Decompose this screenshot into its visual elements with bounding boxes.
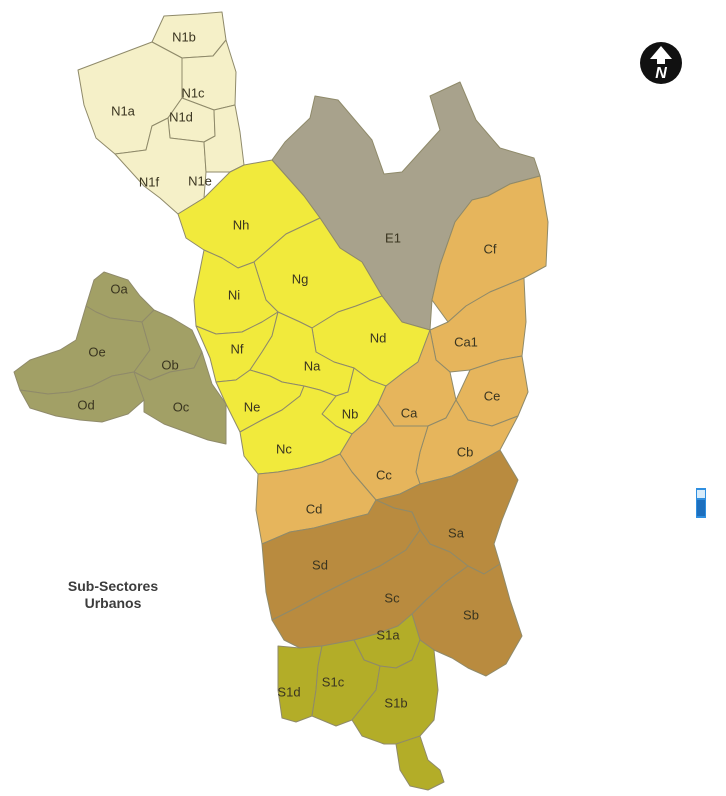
sector-layer [13, 11, 549, 791]
sector-label-oe: Oe [88, 344, 105, 359]
side-widget-icon [696, 488, 706, 518]
legend-line-2: Urbanos [84, 595, 142, 611]
sector-label-nd: Nd [370, 330, 387, 345]
sector-label-ca1: Ca1 [454, 334, 478, 349]
sector-label-nb: Nb [342, 406, 359, 421]
sector-label-s1d: S1d [277, 684, 300, 699]
sector-label-nf: Nf [231, 341, 244, 356]
sector-label-n1f: N1f [139, 174, 160, 189]
sector-label-n1d: N1d [169, 109, 193, 124]
sector-s1b-tail [395, 735, 445, 791]
sector-label-cf: Cf [484, 241, 497, 256]
sector-label-oa: Oa [110, 281, 128, 296]
sector-label-ni: Ni [228, 287, 240, 302]
sector-label-ce: Ce [484, 388, 501, 403]
sector-label-n1c: N1c [181, 85, 205, 100]
sector-label-sb: Sb [463, 607, 479, 622]
sector-label-s1a: S1a [376, 627, 400, 642]
sector-label-ca: Ca [401, 405, 418, 420]
sector-label-sc: Sc [384, 590, 400, 605]
sector-label-n1b: N1b [172, 29, 196, 44]
north-arrow-icon: N [640, 42, 682, 84]
sector-label-cb: Cb [457, 444, 474, 459]
sector-label-ob: Ob [161, 357, 178, 372]
legend-line-1: Sub-Sectores [67, 578, 159, 594]
sector-label-na: Na [304, 358, 321, 373]
sector-label-n1e: N1e [188, 173, 212, 188]
sector-oc [133, 351, 227, 445]
sector-cf [431, 175, 549, 323]
sector-label-nh: Nh [233, 217, 250, 232]
sector-label-s1c: S1c [322, 674, 345, 689]
sector-n1e [203, 104, 245, 173]
sector-label-n1a: N1a [111, 103, 136, 118]
map-legend: Sub-Sectores Urbanos [38, 578, 188, 612]
north-arrow-letter: N [655, 65, 667, 82]
sector-s1b [351, 639, 439, 745]
sector-label-sd: Sd [312, 557, 328, 572]
sector-label-ng: Ng [292, 271, 309, 286]
sector-label-nc: Nc [276, 441, 292, 456]
sector-label-cd: Cd [306, 501, 323, 516]
sector-label-od: Od [77, 397, 94, 412]
sector-label-ne: Ne [244, 399, 261, 414]
sector-label-cc: Cc [376, 467, 392, 482]
sector-label-sa: Sa [448, 525, 465, 540]
sector-label-oc: Oc [173, 399, 190, 414]
sector-label-s1b: S1b [384, 695, 407, 710]
sector-sb [411, 563, 523, 677]
sector-label-e1: E1 [385, 230, 401, 245]
